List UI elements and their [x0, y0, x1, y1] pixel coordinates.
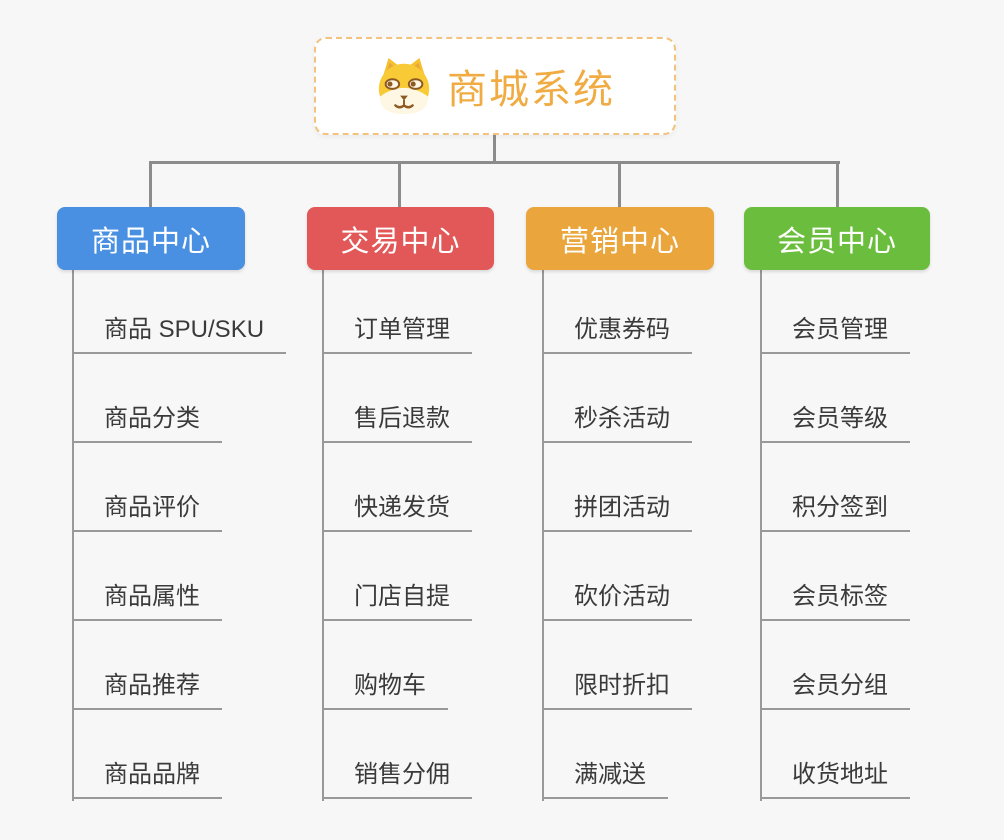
leaf-node-product-attribute[interactable]: 商品属性 — [72, 581, 222, 621]
branch-label: 会员中心 — [776, 225, 897, 258]
leaf-node-limited-time-discount[interactable]: 限时折扣 — [542, 670, 692, 710]
branch-node-member-center[interactable]: 会员中心 — [744, 207, 930, 270]
leaf-node-bargain-activity[interactable]: 砍价活动 — [542, 581, 692, 621]
root-node[interactable]: 商城系统 — [314, 37, 676, 135]
leaf-node-product-spu-sku[interactable]: 商品 SPU/SKU — [72, 314, 287, 354]
leaf-node-points-checkin[interactable]: 积分签到 — [760, 492, 910, 532]
leaf-node-shipping-address[interactable]: 收货地址 — [760, 759, 910, 799]
connector-drop-marketing — [618, 161, 621, 207]
branch-node-product-center[interactable]: 商品中心 — [57, 207, 245, 270]
connector-drop-product — [149, 161, 152, 207]
branch-label: 交易中心 — [340, 225, 461, 258]
leaf-node-product-recommend[interactable]: 商品推荐 — [72, 670, 222, 710]
leaf-node-store-pickup[interactable]: 门店自提 — [322, 581, 472, 621]
connector-drop-trade — [398, 161, 401, 207]
branch-label: 营销中心 — [559, 225, 680, 258]
connector-column-product — [72, 270, 74, 801]
connector-column-member — [760, 270, 762, 801]
shiba-dog-icon — [378, 57, 430, 115]
connector-column-marketing — [542, 270, 544, 801]
root-title: 商城系统 — [447, 68, 615, 112]
connector-horizontal — [149, 161, 840, 164]
leaf-node-shopping-cart[interactable]: 购物车 — [322, 670, 448, 710]
branch-label: 商品中心 — [90, 225, 211, 258]
connector-root-stub — [493, 135, 496, 163]
leaf-node-group-buy[interactable]: 拼团活动 — [542, 492, 692, 532]
leaf-node-order-management[interactable]: 订单管理 — [322, 314, 472, 354]
leaf-node-member-tag[interactable]: 会员标签 — [760, 581, 910, 621]
leaf-node-sales-commission[interactable]: 销售分佣 — [322, 759, 472, 799]
leaf-node-coupon-code[interactable]: 优惠券码 — [542, 314, 692, 354]
leaf-node-aftersale-refund[interactable]: 售后退款 — [322, 403, 472, 443]
leaf-node-member-level[interactable]: 会员等级 — [760, 403, 910, 443]
branch-node-marketing-center[interactable]: 营销中心 — [526, 207, 714, 270]
leaf-node-full-reduction[interactable]: 满减送 — [542, 759, 668, 799]
leaf-node-product-category[interactable]: 商品分类 — [72, 403, 222, 443]
branch-node-trade-center[interactable]: 交易中心 — [307, 207, 494, 270]
leaf-node-express-shipping[interactable]: 快递发货 — [322, 492, 472, 532]
connector-drop-member — [836, 161, 839, 207]
leaf-node-product-brand[interactable]: 商品品牌 — [72, 759, 222, 799]
leaf-node-member-group[interactable]: 会员分组 — [760, 670, 910, 710]
leaf-node-flash-sale[interactable]: 秒杀活动 — [542, 403, 692, 443]
connector-column-trade — [322, 270, 324, 801]
leaf-node-product-review[interactable]: 商品评价 — [72, 492, 222, 532]
leaf-node-member-management[interactable]: 会员管理 — [760, 314, 910, 354]
